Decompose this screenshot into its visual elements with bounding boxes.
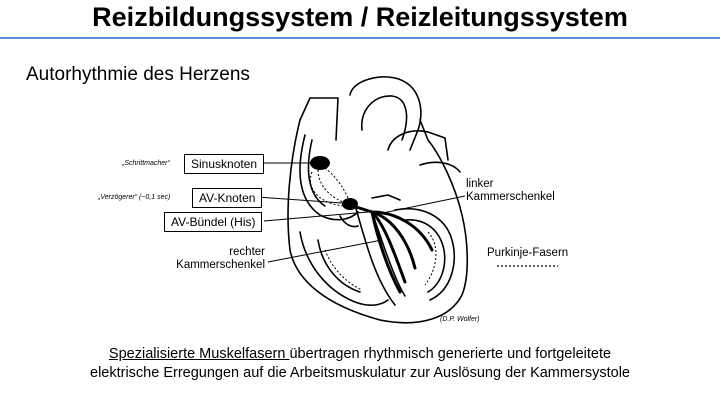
label-av-knoten: AV-Knoten — [192, 188, 263, 208]
subtitle: Autorhythmie des Herzens — [26, 64, 250, 85]
right-atrium-wall — [299, 134, 359, 221]
aorta — [349, 76, 422, 151]
label-rechter-line1: rechter — [229, 246, 265, 258]
right-ventricle-inner — [317, 239, 361, 293]
sinus-node — [310, 156, 330, 170]
caption: Spezialisierte Muskelfasern übertragen r… — [0, 345, 720, 383]
leader-linker — [377, 195, 466, 215]
leader-rechter — [267, 239, 383, 263]
left-bundle-branch-3 — [370, 210, 407, 284]
caption-line2: elektrische Erregungen auf die Arbeitsmu… — [90, 365, 630, 381]
label-linker-line1: linker — [466, 178, 494, 190]
caption-line1-rest: übertragen rhythmisch generierte und for… — [289, 346, 612, 362]
title-divider — [0, 37, 720, 39]
av-node — [342, 198, 358, 210]
caption-underlined: Spezialisierte Muskelfasern — [108, 346, 290, 362]
purkinje-fibers-right — [324, 249, 363, 291]
internodal-path-3 — [310, 171, 347, 207]
leader-av-buendel — [263, 211, 369, 222]
label-rechter-line2: Kammerschenkel — [176, 259, 265, 271]
valve-left — [371, 194, 401, 201]
pulmonary-trunk — [387, 130, 449, 161]
caption-line1: Spezialisierte Muskelfasern übertragen r… — [0, 345, 720, 364]
vena-cava — [299, 97, 339, 141]
purkinje-fibers-left — [424, 231, 437, 286]
aorta-inner — [361, 95, 408, 141]
label-rechter-kammerschenkel: rechter Kammerschenkel — [173, 246, 265, 272]
label-linker-line2: Kammerschenkel — [466, 191, 555, 203]
left-bundle-branch-1 — [370, 210, 434, 252]
right-bundle-branch — [370, 210, 402, 294]
internodal-path-1 — [317, 169, 349, 205]
left-ventricle — [394, 208, 455, 301]
septum — [354, 204, 396, 306]
label-linker-kammerschenkel: linker Kammerschenkel — [466, 178, 555, 204]
label-sinusknoten: Sinusknoten — [184, 154, 265, 174]
right-atrium-inner — [307, 139, 326, 207]
internodal-path-2 — [324, 167, 351, 204]
leader-av-knoten — [256, 196, 343, 204]
left-ventricle-inner — [404, 219, 446, 293]
heart-outline — [287, 119, 469, 324]
image-credit: (D.P. Wolfer) — [440, 316, 480, 323]
label-av-buendel: AV-Bündel (His) — [164, 212, 263, 232]
valve-right — [339, 215, 359, 228]
left-atrium-top — [419, 161, 461, 173]
left-bundle-branch-2 — [370, 210, 417, 270]
label-verzoegerer: „Verzögerer“ (~0,1 sec) — [98, 194, 171, 201]
page-title: Reizbildungssystem / Reizleitungssystem — [92, 2, 628, 32]
septum-inner — [371, 211, 406, 297]
label-purkinje-fasern: Purkinje-Fasern — [487, 247, 569, 259]
right-ventricle — [299, 231, 389, 306]
label-schrittmacher: „Schrittmacher“ — [122, 160, 170, 167]
